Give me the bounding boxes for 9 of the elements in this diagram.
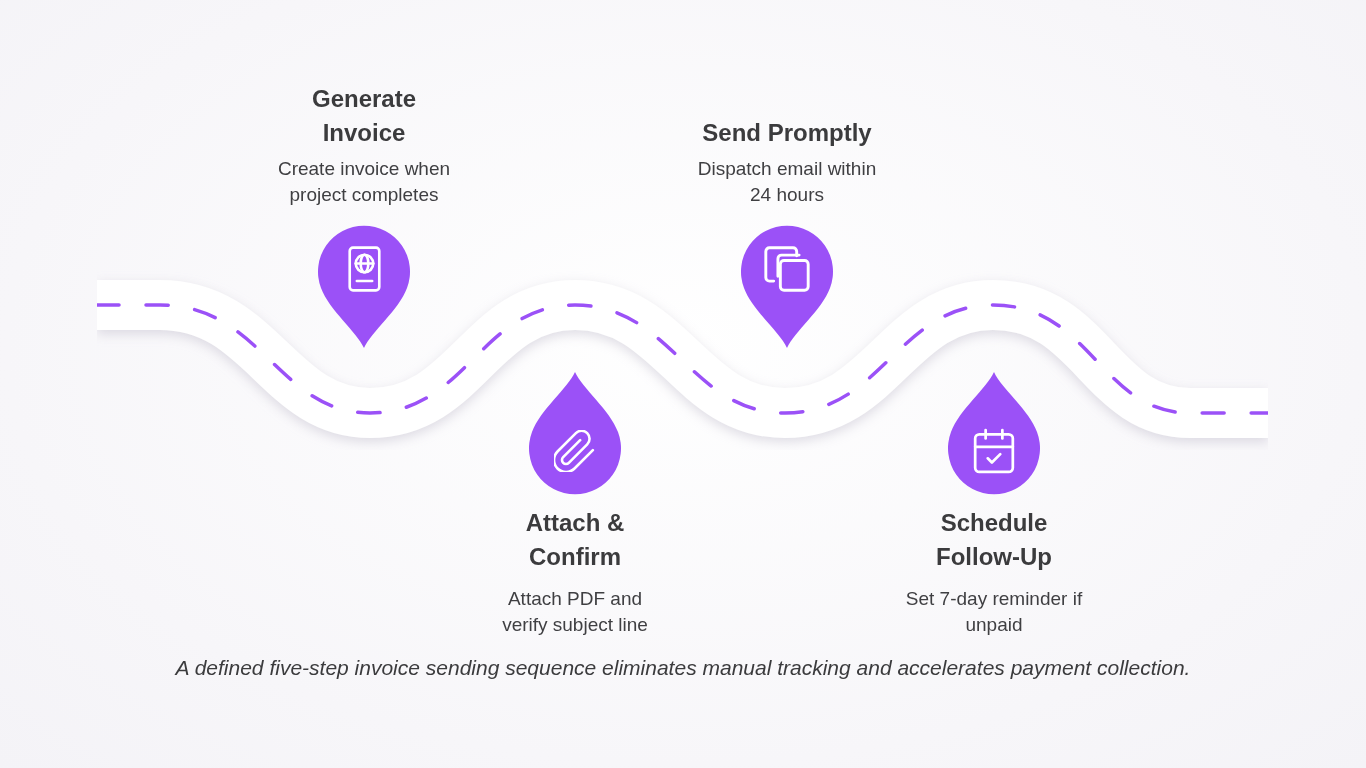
step-description: Attach PDF and verify subject line: [501, 587, 649, 637]
step-heading: Schedule Follow-Up: [935, 508, 1053, 572]
step-heading: Generate Invoice: [310, 84, 418, 148]
caption: A defined five-step invoice sending sequence eliminates manual tracking and accelerates payment collection.: [175, 655, 1191, 681]
step-description: Dispatch email within 24 hours: [696, 157, 878, 207]
step-heading: Send Promptly: [702, 118, 872, 148]
step-heading: Attach & Confirm: [524, 508, 626, 572]
step-description: Create invoice when project completes: [276, 157, 452, 207]
step-description: Set 7-day reminder if unpaid: [904, 587, 1084, 637]
